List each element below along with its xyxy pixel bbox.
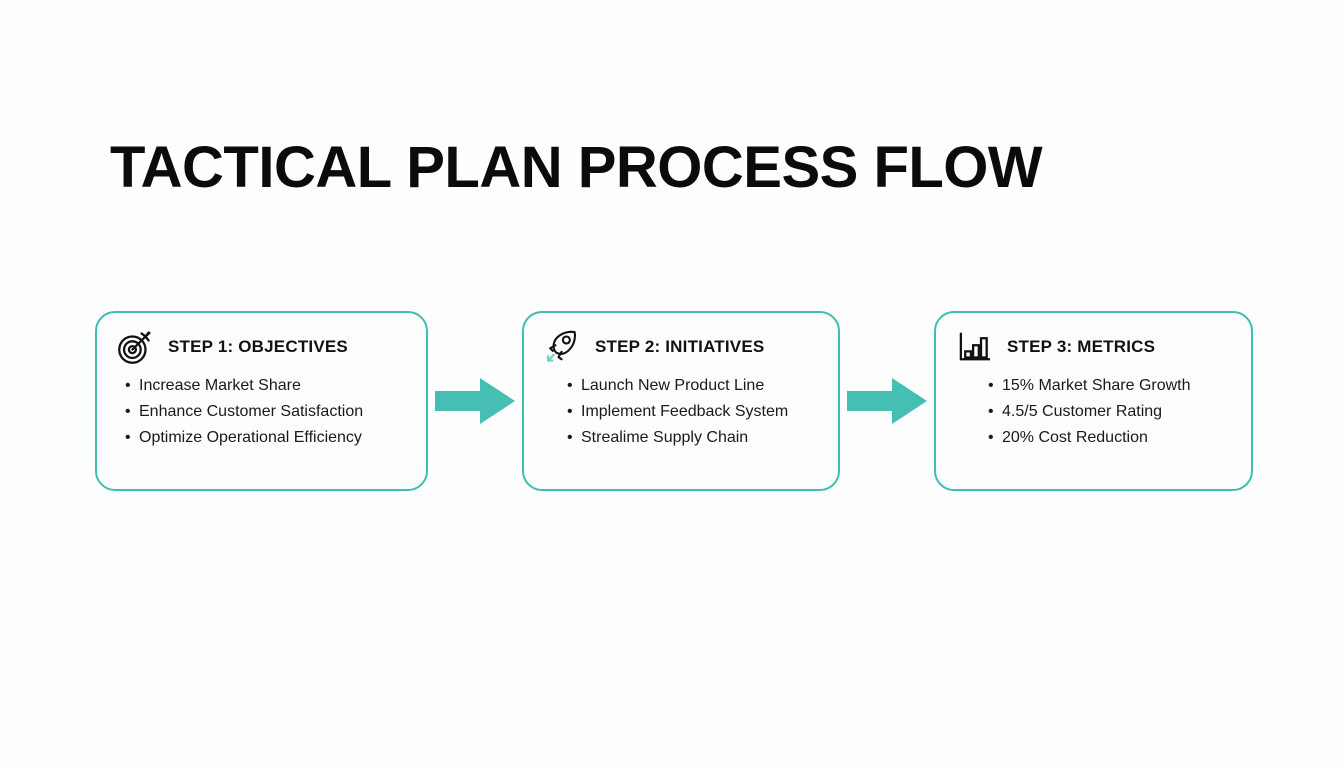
card-title: STEP 1: OBJECTIVES [168,337,348,356]
list-item: 4.5/5 Customer Rating [936,399,1251,425]
list-item: Enhance Customer Satisfaction [97,399,426,425]
card-header: STEP 2: INITIATIVES [524,313,838,362]
step-card-initiatives[interactable]: STEP 2: INITIATIVES Launch New Product L… [522,311,840,491]
process-flow-row: STEP 1: OBJECTIVES Increase Market Share… [95,311,1253,491]
bar-chart-icon [953,326,995,368]
bullet-list: 15% Market Share Growth 4.5/5 Customer R… [936,373,1251,451]
list-item: Strealime Supply Chain [524,425,838,451]
card-title: STEP 2: INITIATIVES [595,337,765,356]
rocket-icon [541,326,583,368]
connector-1-2 [428,311,522,491]
arrow-right-icon [847,378,927,424]
card-title: STEP 3: METRICS [1007,337,1156,356]
list-item: Implement Feedback System [524,399,838,425]
connector-2-3 [840,311,934,491]
list-item: 20% Cost Reduction [936,425,1251,451]
bullet-list: Increase Market Share Enhance Customer S… [97,373,426,451]
step-card-objectives[interactable]: STEP 1: OBJECTIVES Increase Market Share… [95,311,428,491]
step-card-metrics[interactable]: STEP 3: METRICS 15% Market Share Growth … [934,311,1253,491]
target-icon [114,326,156,368]
list-item: Launch New Product Line [524,373,838,399]
page-title: TACTICAL PLAN PROCESS FLOW [110,135,1043,200]
bullet-list: Launch New Product Line Implement Feedba… [524,373,838,451]
list-item: Increase Market Share [97,373,426,399]
card-header: STEP 3: METRICS [936,313,1251,361]
list-item: Optimize Operational Efficiency [97,425,426,451]
arrow-right-icon [435,378,515,424]
list-item: 15% Market Share Growth [936,373,1251,399]
card-header: STEP 1: OBJECTIVES [97,313,426,364]
